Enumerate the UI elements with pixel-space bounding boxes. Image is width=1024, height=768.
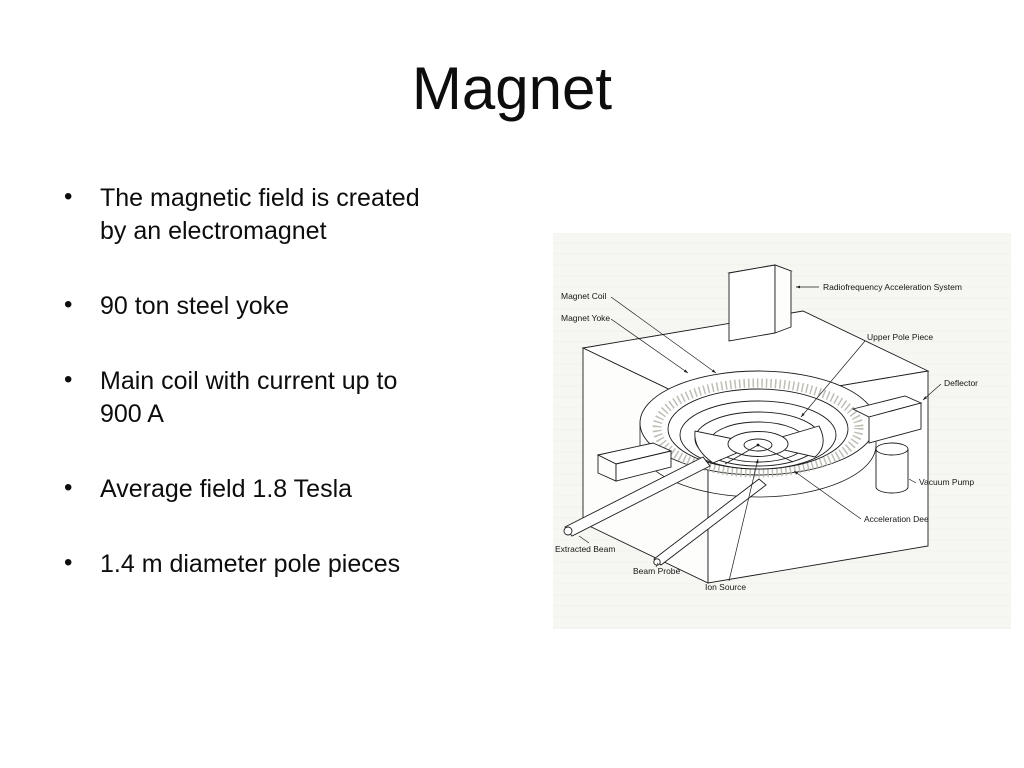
cyclotron-diagram: Magnet Coil Magnet Yoke Radiofrequency A… <box>555 264 978 592</box>
label-upper-pole-piece: Upper Pole Piece <box>867 332 933 342</box>
pole-piece-rings <box>639 370 877 498</box>
beam-probe-tube <box>653 478 767 566</box>
rf-column-shape <box>727 264 793 342</box>
leader-lines <box>578 285 942 582</box>
ion-source-point <box>756 443 760 447</box>
bullet-item: Main coil with current up to 900 A <box>62 364 442 431</box>
label-magnet-coil: Magnet Coil <box>561 291 606 301</box>
label-deflector: Deflector <box>944 378 978 388</box>
acceleration-dee-shape <box>756 425 824 458</box>
label-ion-source: Ion Source <box>705 582 746 592</box>
bullet-text: Average field 1.8 Tesla <box>100 475 353 503</box>
bullet-item: 90 ton steel yoke <box>62 289 442 323</box>
bullet-text: Main coil with current up to 900 A <box>100 367 398 428</box>
bullet-text: 90 ton steel yoke <box>100 292 290 320</box>
label-acceleration-dee: Acceleration Dee <box>864 514 929 524</box>
deflector-port-shape <box>851 395 923 444</box>
label-rf-system: Radiofrequency Acceleration System <box>823 282 962 292</box>
bullet-item: 1.4 m diameter pole pieces <box>62 547 442 581</box>
label-extracted-beam: Extracted Beam <box>555 544 615 554</box>
bullet-item: The magnetic field is created by an elec… <box>62 181 442 248</box>
bullet-list: The magnetic field is created by an elec… <box>62 181 442 623</box>
acceleration-dee-shape <box>694 430 760 464</box>
extracted-beam-tube <box>563 456 711 537</box>
bullet-text: 1.4 m diameter pole pieces <box>100 550 401 578</box>
label-beam-probe: Beam Probe <box>633 566 681 576</box>
magnet-coil-ring <box>652 378 864 478</box>
label-vacuum-pump: Vacuum Pump <box>919 477 974 487</box>
cyclotron-magnet-figure: Magnet Coil Magnet Yoke Radiofrequency A… <box>553 233 1011 629</box>
slide-title: Magnet <box>411 55 613 122</box>
left-port-shape <box>596 442 673 482</box>
diagram-labels: Magnet Coil Magnet Yoke Radiofrequency A… <box>555 282 978 592</box>
bullet-item: Average field 1.8 Tesla <box>62 472 442 506</box>
bullet-text: The magnetic field is created by an elec… <box>100 184 420 245</box>
label-magnet-yoke: Magnet Yoke <box>561 313 610 323</box>
vacuum-pump-shape <box>875 442 909 494</box>
